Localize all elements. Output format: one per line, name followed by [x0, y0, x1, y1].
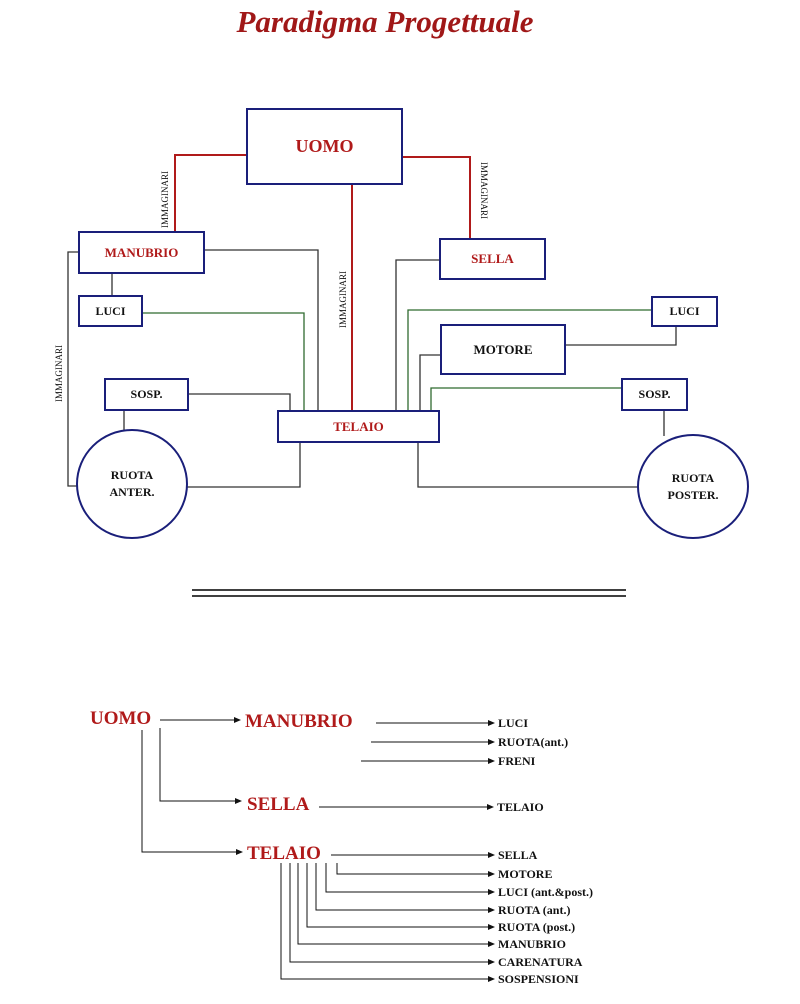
tree-telaio-child: SOSPENSIONI — [498, 972, 579, 986]
tree-manubrio-child: RUOTA(ant.) — [498, 735, 569, 749]
arrow-telaio-ruota-post — [306, 863, 495, 930]
box-manubrio: MANUBRIO — [78, 231, 205, 274]
ruota-poster-line1: RUOTA — [671, 470, 715, 485]
tree-telaio: TELAIO — [247, 843, 321, 864]
circle-ruota-poster: RUOTA POSTER. — [637, 434, 749, 539]
arrow-telaio-sospensioni — [280, 863, 495, 982]
box-uomo: UOMO — [246, 108, 403, 185]
connector-luci-telaio — [142, 312, 305, 411]
label-immaginari-right-top: IMMAGINARI — [479, 162, 489, 219]
tree-manubrio: MANUBRIO — [245, 711, 353, 732]
box-luci-rear: LUCI — [651, 296, 718, 327]
connector-uomo-manubrio — [174, 154, 247, 233]
tree-telaio-child: LUCI (ant.&post.) — [498, 885, 594, 899]
box-telaio: TELAIO — [277, 410, 440, 443]
arrow-telaio-manubrio — [297, 863, 495, 947]
ruota-anter-line2: ANTER. — [109, 485, 155, 499]
connector-sosp-telaio — [188, 393, 291, 411]
tree-sella: SELLA — [247, 794, 310, 815]
arrow-uomo-telaio — [141, 730, 243, 855]
arrow-telaio-motore — [336, 863, 495, 877]
tree-telaio-child: CARENATURA — [498, 955, 583, 969]
connector-sella-telaio — [395, 259, 440, 411]
connector-motore-luci — [565, 326, 677, 346]
ruota-poster-line2: POSTER. — [667, 487, 719, 502]
connector-telaio-ruota-ant — [186, 442, 301, 488]
circle-ruota-anter: RUOTA ANTER. — [76, 429, 188, 539]
tree-telaio-child: MANUBRIO — [498, 937, 566, 951]
ruota-anter-line1: RUOTA — [110, 468, 154, 482]
connector-sosp-rear-telaio — [430, 387, 622, 411]
arrow-uomo-sella — [159, 728, 242, 804]
box-sella: SELLA — [439, 238, 546, 280]
tree-uomo: UOMO — [90, 708, 152, 729]
tree-telaio-child: SELLA — [498, 848, 538, 862]
label-immaginari-left: IMMAGINARI — [54, 345, 64, 402]
arrow-telaio-luci — [325, 863, 495, 895]
page-title: Paradigma Progettuale — [236, 4, 534, 39]
connector-luci-rear-telaio — [407, 309, 652, 411]
connector-manubrio-telaio — [204, 249, 319, 411]
box-sosp-front: SOSP. — [104, 378, 189, 411]
tree-telaio-child: RUOTA (post.) — [498, 920, 576, 934]
connector-uomo-sella — [402, 156, 471, 240]
box-luci-front: LUCI — [78, 295, 143, 327]
connector-motore-telaio — [419, 354, 441, 411]
label-immaginari-left-top: IMMAGINARI — [160, 171, 170, 228]
arrow-telaio-ruota-ant — [315, 863, 495, 913]
box-motore: MOTORE — [440, 324, 566, 375]
connector-telaio-ruota-post — [417, 442, 638, 488]
tree-telaio-child: MOTORE — [498, 867, 553, 881]
connector-manubrio-ruota — [67, 251, 79, 487]
arrow-telaio-carenatura — [289, 863, 495, 965]
tree-sella-child: TELAIO — [497, 800, 544, 814]
box-sosp-rear: SOSP. — [621, 378, 688, 411]
tree-manubrio-child: LUCI — [498, 716, 529, 730]
tree-telaio-child: RUOTA (ant.) — [498, 903, 571, 917]
tree-manubrio-child: FRENI — [498, 754, 536, 768]
label-immaginari-center: IMMAGINARI — [338, 271, 348, 328]
